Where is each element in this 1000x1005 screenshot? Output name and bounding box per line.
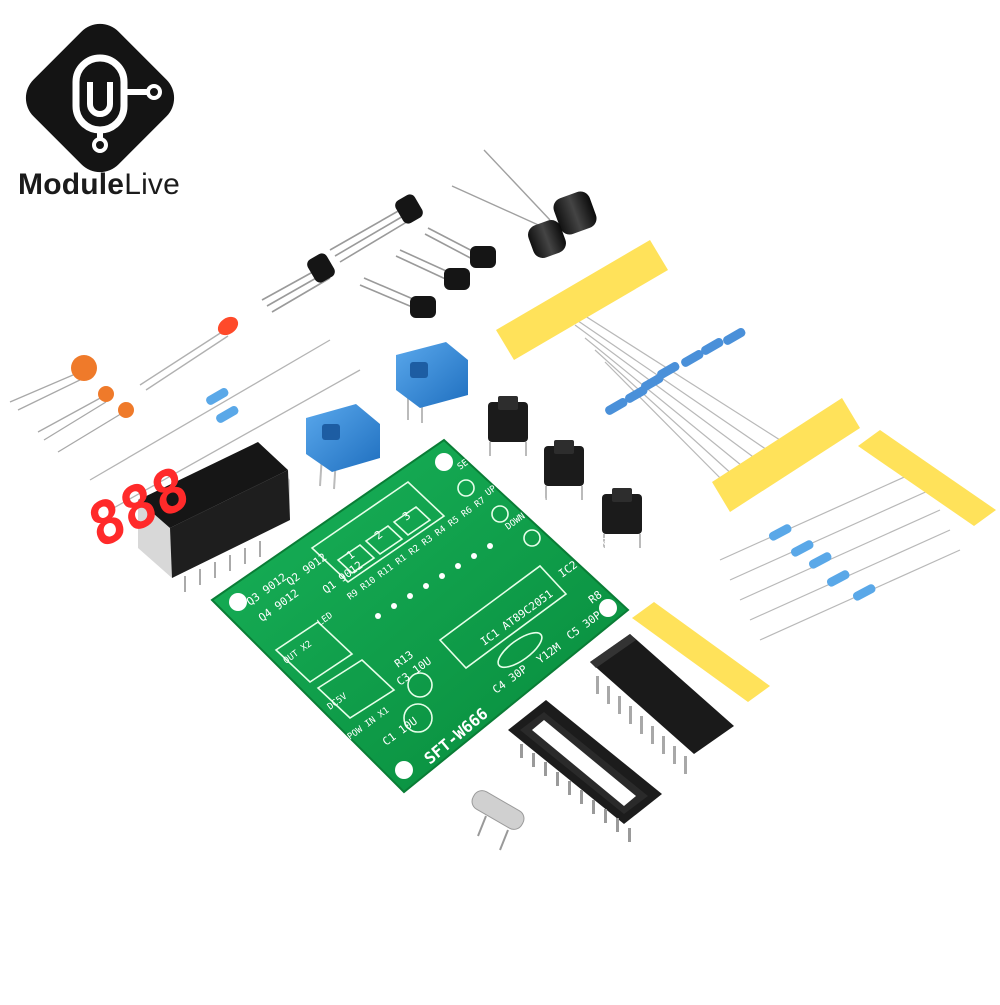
brand-name-bold: Module — [18, 168, 125, 201]
electrolytic-capacitors — [451, 149, 597, 258]
crystal-oscillator — [471, 790, 525, 851]
red-led — [139, 316, 239, 391]
silk-r8: R8 — [586, 588, 604, 606]
brand-wordmark: ModuleLive — [18, 168, 218, 202]
seven-segment-display: 888 — [80, 442, 290, 592]
terminal-block-1 — [396, 342, 468, 423]
ic-socket — [508, 700, 662, 842]
pcb-board: SFT-W666 IC1 AT89C2051 Y12M C4 30P C5 30… — [210, 438, 630, 794]
loose-resistors-left — [89, 339, 361, 511]
mcu-chip — [590, 634, 734, 774]
brand-name-light: Live — [124, 168, 181, 201]
silk-s1: S1 — [472, 444, 487, 458]
silk-s2: S2 — [504, 470, 519, 484]
push-buttons — [488, 396, 642, 548]
ceramic-capacitors — [9, 355, 134, 453]
module-live-logo-icon — [25, 23, 175, 173]
transistor-group — [261, 209, 481, 313]
transistor-bodies — [307, 194, 496, 318]
resistor-tape-right — [632, 430, 996, 702]
terminal-block-2 — [306, 404, 380, 490]
resistor-tape-top — [496, 240, 860, 512]
silk-s3: S3 — [536, 496, 551, 510]
